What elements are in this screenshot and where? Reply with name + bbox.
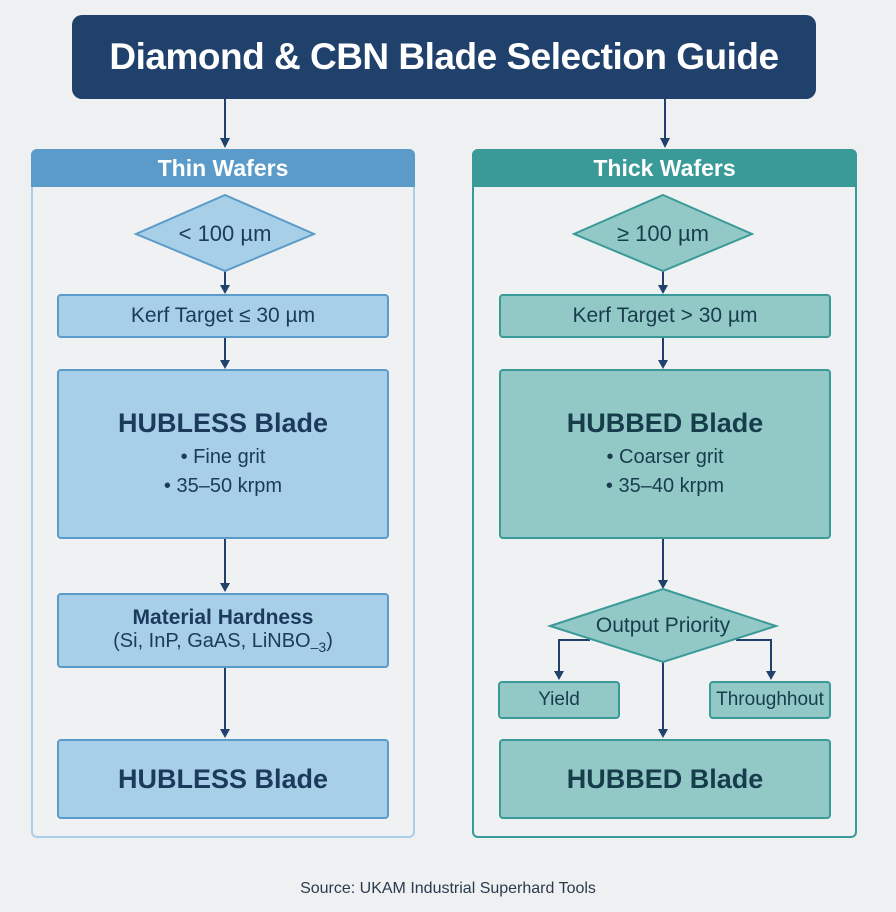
thick-blade-box: HUBBED Blade • Coarser grit • 35–40 krpm xyxy=(499,369,831,539)
material-list-text: (Si, InP, GaAS, LiNBO xyxy=(113,630,311,652)
page-title: Diamond & CBN Blade Selection Guide xyxy=(72,15,816,99)
thick-blade-bullet: • 35–40 krpm xyxy=(605,474,725,497)
thin-kerf-box: Kerf Target ≤ 30 µm xyxy=(57,294,389,338)
arrow-title-to-thin xyxy=(220,99,230,148)
thin-condition-label: < 100 µm xyxy=(178,221,272,246)
thin-result-box: HUBLESS Blade xyxy=(57,739,389,819)
yield-box: Yield xyxy=(498,681,620,719)
throughput-box: Throughhout xyxy=(709,681,831,719)
thick-result-box: HUBBED Blade xyxy=(499,739,831,819)
output-priority-label: Output Priority xyxy=(595,614,731,637)
thick-kerf-box: Kerf Target > 30 µm xyxy=(499,294,831,338)
thin-blade-bullet: • 35–50 krpm xyxy=(163,474,283,497)
material-list-close: ) xyxy=(326,630,333,652)
thick-wafers-header: Thick Wafers xyxy=(472,149,857,187)
thick-blade-title: HUBBED Blade xyxy=(566,407,764,438)
thin-blade-bullet: • Fine grit xyxy=(180,445,266,468)
material-list-subscript: –3 xyxy=(310,639,327,655)
thick-blade-bullet: • Coarser grit xyxy=(606,445,724,468)
thin-material-box: Material Hardness (Si, InP, GaAS, LiNBO–… xyxy=(57,593,389,668)
material-list: (Si, InP, GaAS, LiNBO–3) xyxy=(113,630,333,655)
material-hardness-title: Material Hardness xyxy=(132,606,314,629)
thin-wafers-header: Thin Wafers xyxy=(31,149,415,187)
thin-blade-box: HUBLESS Blade • Fine grit • 35–50 krpm xyxy=(57,369,389,539)
arrow-title-to-thick xyxy=(660,99,670,148)
source-caption: Source: UKAM Industrial Superhard Tools xyxy=(300,880,596,897)
thick-condition-label: ≥ 100 µm xyxy=(616,221,709,246)
thin-blade-title: HUBLESS Blade xyxy=(117,407,329,438)
